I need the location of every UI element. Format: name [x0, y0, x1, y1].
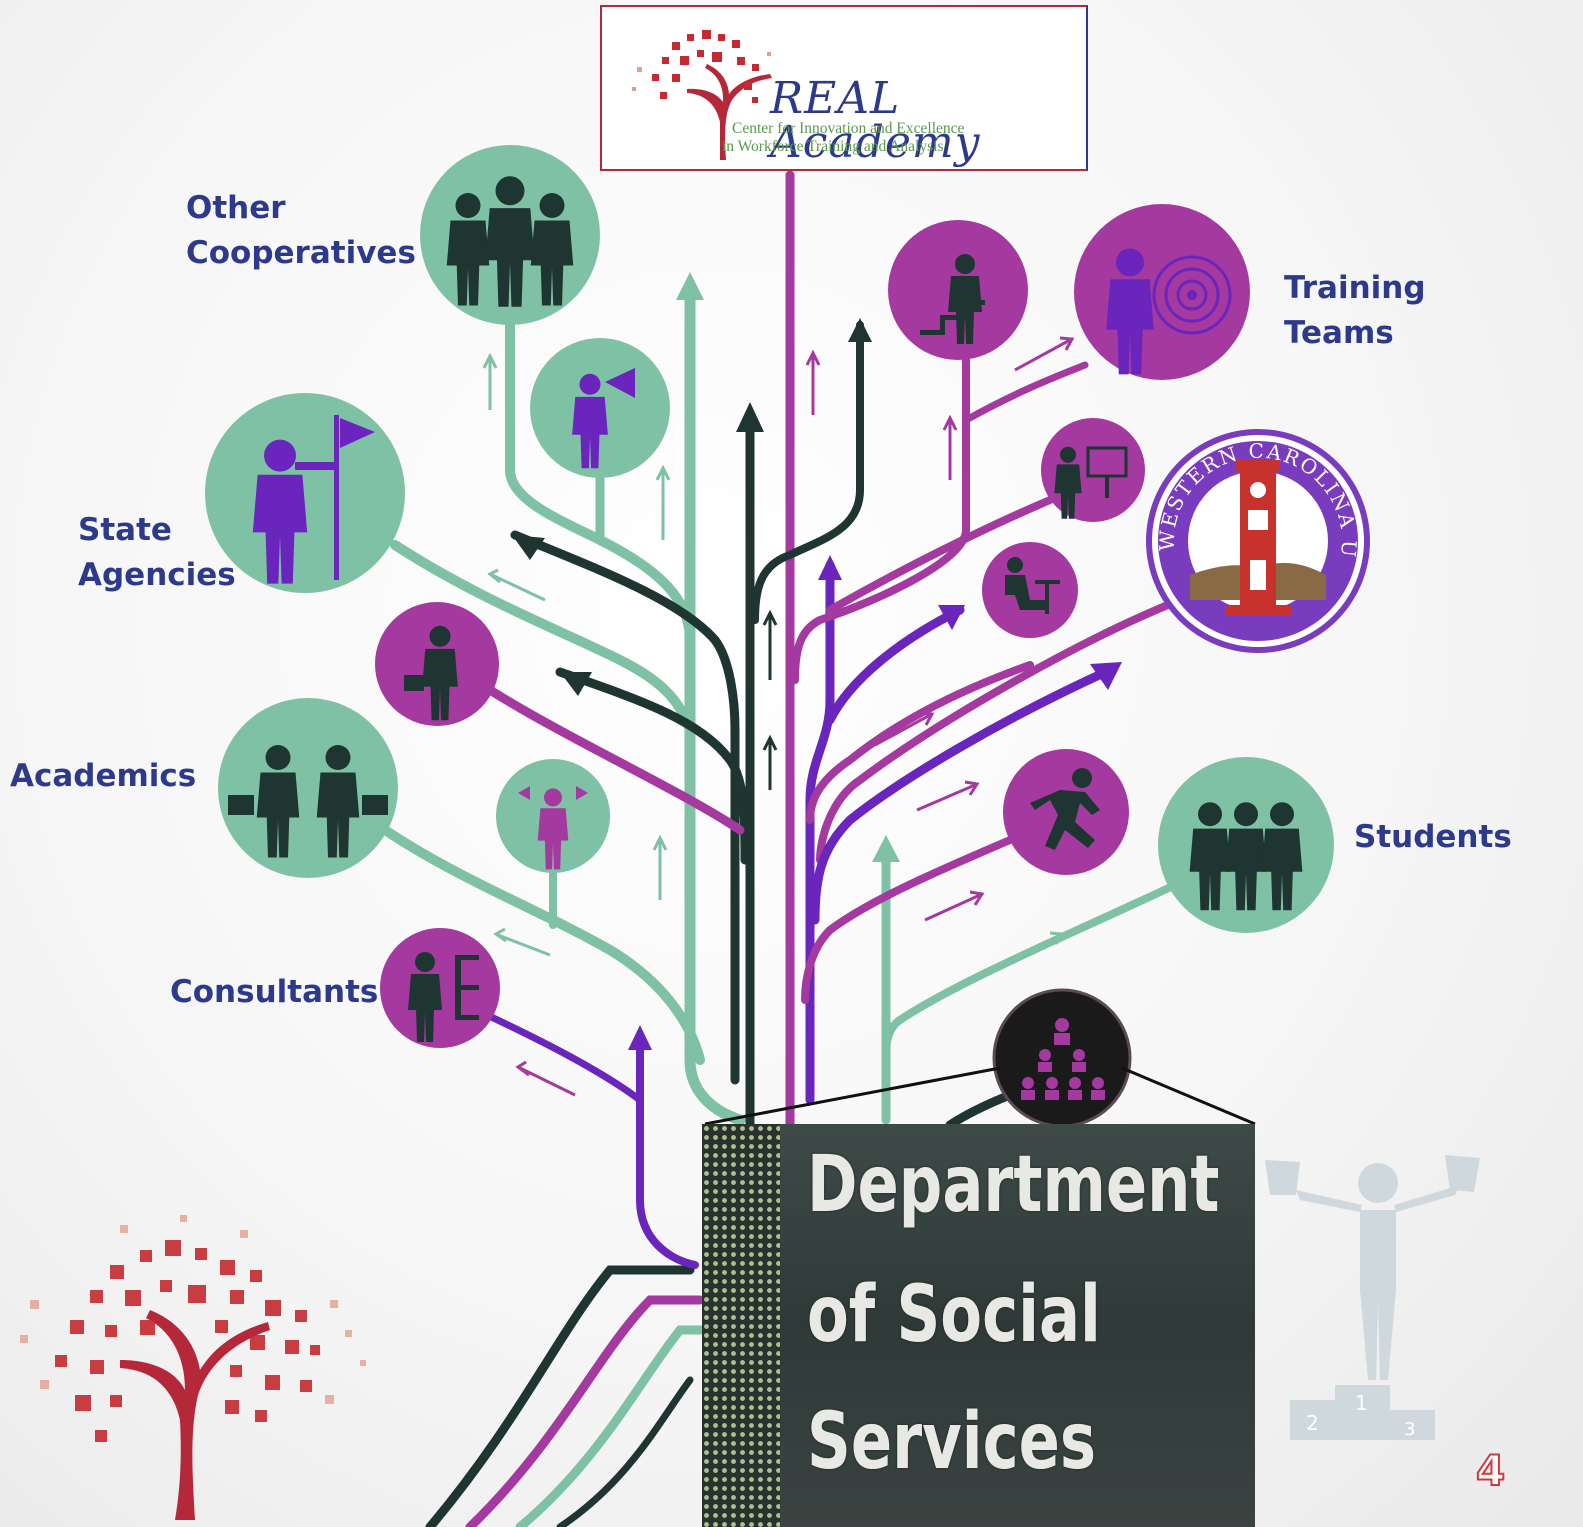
trophy-podium-icon: 2 1 3 [1265, 1155, 1480, 1440]
node-climber [888, 220, 1028, 360]
dss-sign-photo: Department of Social Services [702, 1124, 1255, 1527]
branches [380, 170, 1184, 1527]
zoom-lines [704, 1066, 1256, 1126]
person-briefcase-icon [404, 625, 458, 721]
page-number: 4 [1475, 1445, 1506, 1496]
runner-icon [1030, 768, 1100, 850]
arrow-heads [512, 272, 1122, 1050]
label-students: Students [1354, 819, 1512, 855]
node-academics [218, 698, 398, 878]
node-briefcase [375, 602, 499, 726]
real-academy-logo: REAL Academy Center for Innovation and E… [600, 5, 1088, 171]
podium-1: 1 [1355, 1391, 1368, 1415]
target-icon [1106, 248, 1232, 375]
presentation-board-icon [1054, 446, 1128, 519]
node-megaphone [530, 338, 670, 478]
node-hierarchy [992, 988, 1132, 1128]
node-other-cooperatives [420, 145, 600, 325]
logo-title: REAL Academy [770, 73, 981, 168]
label-consultants: Consultants [170, 974, 379, 1010]
person-arrows-icon [518, 786, 588, 870]
dss-line-2: of Social [807, 1270, 1101, 1360]
label-academics: Academics [10, 758, 197, 794]
node-consultants [380, 928, 500, 1048]
person-flag-icon [252, 415, 375, 584]
label-other-cooperatives: Other Cooperatives [186, 190, 416, 271]
podium-2: 2 [1306, 1411, 1319, 1435]
podium-3: 3 [1404, 1419, 1415, 1440]
node-runner [1003, 749, 1129, 875]
person-megaphone-icon [572, 368, 635, 469]
small-arrows [482, 336, 1075, 1097]
dss-sign-texture [702, 1124, 780, 1527]
presenter-icon [408, 952, 479, 1042]
node-desk-worker [982, 542, 1078, 638]
pixel-tree-icon [20, 1215, 366, 1520]
dss-line-1: Department [807, 1140, 1220, 1230]
node-arrows-person [496, 759, 610, 873]
label-state-agencies: State Agencies [78, 512, 236, 593]
logo-subtitle-1: Center for Innovation and Excellence [732, 120, 965, 137]
hierarchy-icon [1021, 1018, 1105, 1100]
climber-icon [920, 254, 985, 344]
dss-line-3: Services [807, 1397, 1097, 1487]
label-training-teams: Training Teams [1284, 270, 1426, 351]
desk-worker-icon [1005, 557, 1060, 614]
logo-subtitle-2: in Workforce Training and Analysis [722, 138, 944, 155]
node-training-teams [1074, 204, 1250, 380]
node-presentation [1041, 418, 1145, 522]
node-students [1158, 757, 1334, 933]
handshake-icon [228, 745, 388, 858]
logo-tree-icon [632, 30, 772, 160]
node-state-agencies [205, 393, 405, 593]
